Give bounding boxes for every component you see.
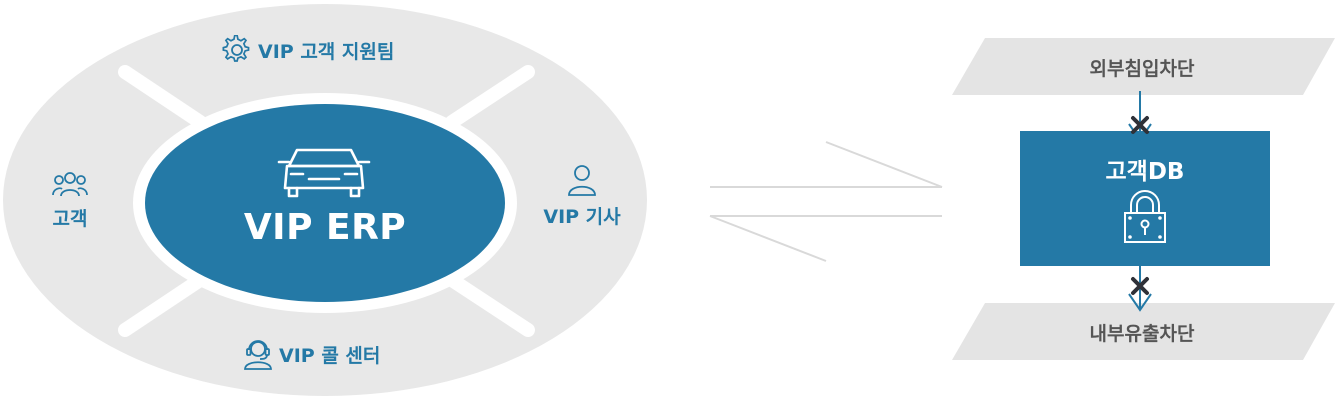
padlock-icon bbox=[1124, 190, 1166, 243]
segment-top: VIP 고객 지원팀 bbox=[222, 35, 394, 65]
internal-leak-label: 내부유출차단 bbox=[1089, 323, 1195, 345]
internal-leak-band bbox=[952, 303, 1335, 360]
external-intrusion-label: 외부침입차단 bbox=[1089, 58, 1195, 80]
headset-agent-icon bbox=[244, 340, 272, 370]
segment-bottom: VIP 콜 센터 bbox=[243, 338, 380, 370]
people-icon bbox=[52, 172, 88, 197]
gear-icon bbox=[222, 35, 250, 62]
connector-lines bbox=[709, 141, 943, 262]
customer-db-label: 고객DB bbox=[1105, 159, 1185, 185]
center-erp-ellipse bbox=[145, 104, 505, 302]
customer-db-box bbox=[1020, 131, 1270, 266]
car-icon bbox=[277, 148, 371, 198]
segment-top-label: VIP 고객 지원팀 bbox=[258, 40, 395, 63]
segment-right: VIP 기사 bbox=[532, 164, 632, 229]
segment-right-label: VIP 기사 bbox=[543, 206, 621, 228]
segment-bottom-label: VIP 콜 센터 bbox=[279, 344, 381, 367]
blocked-inbound-arrow bbox=[1128, 91, 1152, 142]
blocked-outbound-arrow bbox=[1128, 258, 1152, 312]
person-icon bbox=[568, 165, 596, 196]
segment-left-label: 고객 bbox=[52, 208, 88, 230]
segment-left: 고객 bbox=[40, 170, 100, 231]
external-intrusion-band bbox=[952, 38, 1335, 95]
center-erp-label: VIP ERP bbox=[243, 207, 407, 248]
